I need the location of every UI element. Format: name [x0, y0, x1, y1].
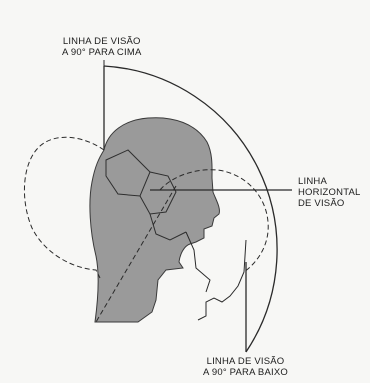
head-inner-outline-2 — [139, 171, 177, 215]
label-vision-up: LINHA DE VISÃO A 90° PARA CIMA — [62, 36, 142, 58]
label-vision-down: LINHA DE VISÃO A 90° PARA BAIXO — [203, 356, 288, 378]
dashed-head-tilted-down — [159, 169, 269, 273]
label-vision-horizontal: LINHA HORIZONTAL DE VISÃO — [298, 176, 361, 209]
label-vision-horizontal-line1: LINHA — [298, 176, 327, 187]
label-vision-down-line2: A 90° PARA BAIXO — [203, 367, 288, 378]
dashed-neck-line — [95, 185, 177, 323]
label-vision-horizontal-line2: HORIZONTAL — [298, 187, 361, 198]
label-vision-down-line1: LINHA DE VISÃO — [206, 356, 285, 367]
lower-face-outline — [197, 239, 247, 321]
label-vision-up-line2: A 90° PARA CIMA — [62, 47, 142, 58]
vision-arc — [103, 65, 278, 353]
label-vision-up-line1: LINHA DE VISÃO — [62, 36, 141, 47]
head-silhouette — [89, 117, 220, 323]
lower-face-outline-2 — [185, 231, 211, 293]
head-inner-outline-3 — [149, 213, 187, 241]
dashed-head-tilted-up — [23, 136, 105, 279]
label-vision-horizontal-line3: DE VISÃO — [298, 198, 345, 209]
